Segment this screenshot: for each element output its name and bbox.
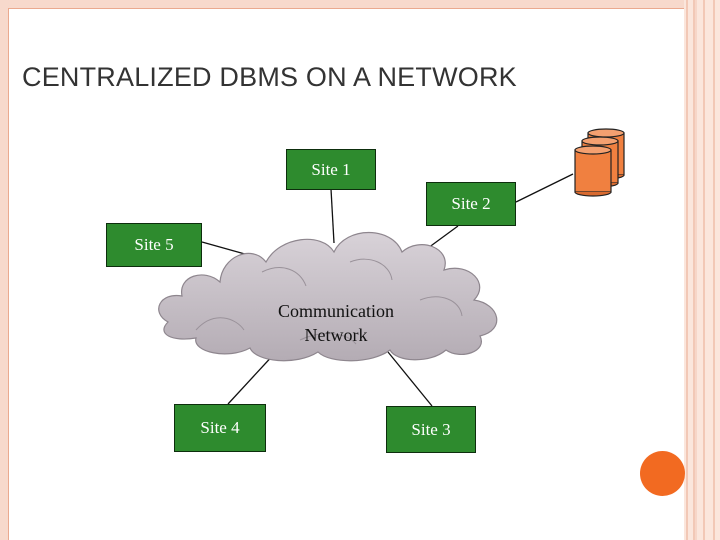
cloud-label-line-1: Communication	[278, 301, 394, 321]
link-site-1	[330, 188, 335, 244]
link-site-3	[387, 351, 433, 407]
slide-frame-line-vertical	[8, 8, 9, 540]
site-3-label: Site 3	[411, 419, 451, 439]
database-stack-icon	[574, 128, 625, 197]
link-site-2	[427, 225, 459, 249]
site-2-label: Site 2	[451, 194, 491, 213]
decorative-orange-circle	[640, 451, 685, 496]
slide-frame-line-horizontal	[8, 8, 684, 9]
link-site-4	[227, 351, 277, 405]
site-1-label: Site 1	[311, 159, 351, 179]
link-database	[515, 173, 574, 203]
site-1-node: Site 1	[286, 149, 376, 190]
communication-network-cloud	[158, 232, 498, 362]
cloud-label-line-2: Network	[304, 325, 368, 345]
site-4-label: Site 4	[200, 418, 240, 437]
slide-frame-left	[0, 0, 8, 540]
slide-title: CENTRALIZED DBMS ON A NETWORK	[22, 62, 517, 92]
slide-right-decoration	[684, 0, 720, 540]
network-diagram	[158, 128, 625, 407]
site-5-label: Site 5	[134, 235, 174, 254]
site-5-node: Site 5	[106, 223, 202, 267]
site-4-node: Site 4	[174, 404, 266, 452]
slide-frame-top	[8, 0, 684, 8]
site-3-node: Site 3	[386, 406, 476, 453]
cloud-label: Communication Network	[256, 299, 416, 347]
site-2-node: Site 2	[426, 182, 516, 226]
